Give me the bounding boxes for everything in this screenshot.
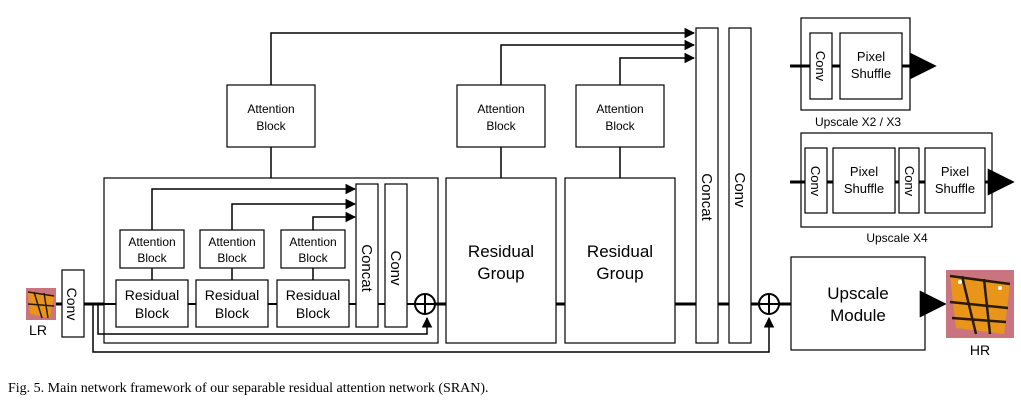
outer-attention-1-line2: Block — [256, 119, 286, 133]
x4-pixel-shuffle-block-2 — [924, 147, 986, 214]
outer-attention-block-3 — [575, 84, 665, 148]
x4-conv-2-label: Conv — [902, 166, 917, 197]
inner-attention-block-1 — [119, 229, 185, 269]
lr-label: LR — [29, 322, 47, 338]
inner-att1-to-concat — [151, 183, 357, 230]
x4-ps2-line2: Shuffle — [935, 181, 975, 196]
inner-attention-2-line2: Block — [217, 251, 247, 265]
x4-ps1-line2: Shuffle — [844, 181, 884, 196]
x4-ps2-line1: Pixel — [941, 164, 969, 179]
inner-att2-to-concat — [231, 198, 357, 230]
hr-label: HR — [970, 342, 990, 358]
x4-ps1-line1: Pixel — [850, 164, 878, 179]
residual-block-3-line1: Residual — [286, 287, 340, 303]
upscale-x4-caption: Upscale X4 — [866, 231, 928, 245]
residual-group-2-line2: Group — [477, 264, 524, 283]
outer-conv-block — [728, 27, 752, 344]
residual-block-1-line1: Residual — [125, 287, 179, 303]
residual-block-1 — [115, 279, 189, 328]
outer-attention-2-line1: Attention — [477, 102, 524, 116]
upscale-x23-caption: Upscale X2 / X3 — [815, 115, 901, 129]
hr-image — [946, 270, 1014, 338]
residual-group-3-line1: Residual — [587, 242, 653, 261]
network-diagram: LR Conv Residual Block Residual Block Re… — [26, 17, 1015, 358]
outer-att3-to-concat — [619, 52, 696, 85]
input-conv-block — [61, 269, 85, 338]
outer-attention-3-line2: Block — [605, 119, 635, 133]
outer-att2-to-concat — [500, 39, 696, 85]
inner-attention-2-line1: Attention — [208, 235, 255, 249]
outer-att1-to-concat — [270, 27, 696, 85]
inner-attention-1-line2: Block — [137, 251, 167, 265]
residual-block-3-line2: Block — [296, 305, 331, 321]
lr-image — [26, 288, 56, 320]
group-skip-connection — [97, 304, 433, 335]
outer-add-icon — [758, 293, 780, 315]
residual-group-3-line2: Group — [596, 264, 643, 283]
outer-attention-1-line1: Attention — [247, 102, 294, 116]
x4-conv-1-label: Conv — [808, 166, 823, 197]
x23-ps-line2: Shuffle — [851, 66, 891, 81]
outer-attention-block-2 — [456, 84, 546, 148]
upscale-module-line1: Upscale — [827, 284, 888, 303]
residual-block-2 — [195, 279, 269, 328]
upscale-module — [790, 256, 926, 351]
upscale-module-line2: Module — [830, 306, 886, 325]
inner-concat-block — [355, 183, 379, 328]
outer-attention-3-line1: Attention — [596, 102, 643, 116]
input-conv-label: Conv — [64, 288, 80, 321]
outer-concat-label: Concat — [698, 173, 715, 221]
outer-concat-block — [695, 27, 719, 344]
residual-group-2 — [445, 177, 557, 344]
residual-group-2-line1: Residual — [468, 242, 534, 261]
residual-block-1-line2: Block — [135, 305, 170, 321]
x4-pixel-shuffle-block-1 — [832, 147, 896, 214]
inner-concat-label: Concat — [358, 244, 375, 292]
x23-ps-line1: Pixel — [857, 49, 885, 64]
outer-attention-block-1 — [226, 84, 316, 148]
x23-pixel-shuffle-block — [839, 32, 903, 100]
inner-add-icon — [414, 293, 436, 315]
inner-conv-label: Conv — [387, 250, 404, 286]
outer-attention-2-line2: Block — [486, 119, 516, 133]
inner-attention-3-line1: Attention — [289, 235, 336, 249]
outer-conv-label: Conv — [731, 172, 748, 208]
global-skip-connection — [92, 304, 775, 353]
residual-block-2-line1: Residual — [205, 287, 259, 303]
inner-attention-3-line2: Block — [298, 251, 328, 265]
residual-group-3 — [564, 177, 676, 344]
figure-caption: Fig. 5. Main network framework of our se… — [8, 381, 489, 396]
x23-conv-label: Conv — [813, 51, 828, 82]
residual-block-2-line2: Block — [215, 305, 250, 321]
inner-conv-block — [384, 183, 408, 328]
inner-attention-1-line1: Attention — [128, 235, 175, 249]
inner-att3-to-concat — [312, 211, 357, 230]
